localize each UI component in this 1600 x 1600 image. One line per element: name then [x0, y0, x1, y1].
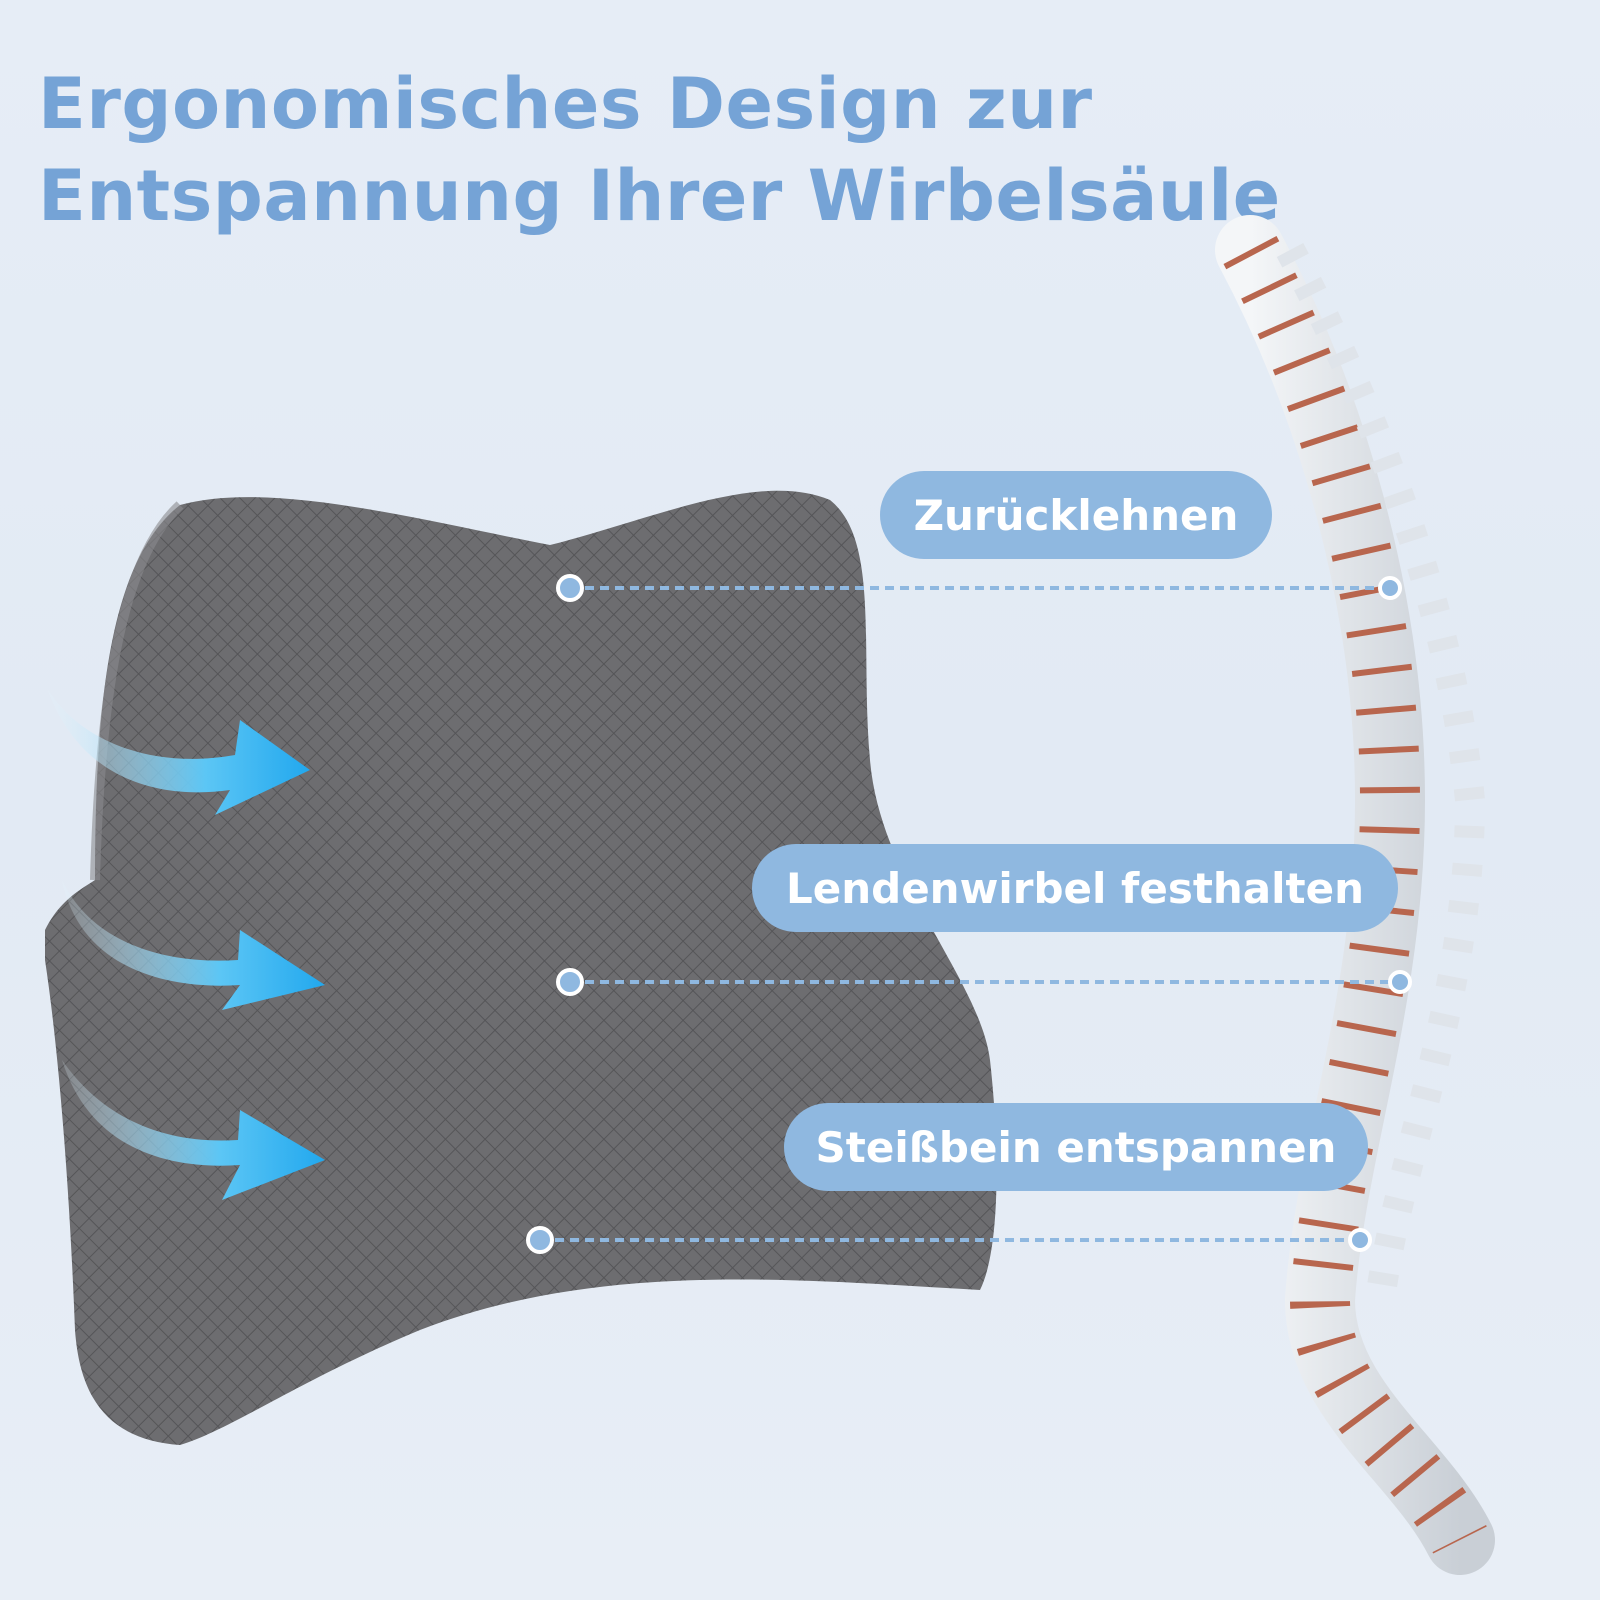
- label-steissbein: Steißbein entspannen: [784, 1103, 1368, 1191]
- spine-illustration: [1215, 215, 1495, 1575]
- lumbar-pillow: [45, 490, 997, 1446]
- headline: Ergonomisches Design zur Entspannung Ihr…: [38, 58, 1281, 242]
- label-lendenwirbel: Lendenwirbel festhalten: [752, 844, 1398, 932]
- headline-line-1: Ergonomisches Design zur: [38, 63, 1093, 145]
- label-text: Zurücklehnen: [913, 490, 1239, 540]
- callout-lines: [540, 586, 1400, 1242]
- callout-dots: [526, 574, 1412, 1254]
- airflow-arrows-icon: [48, 690, 325, 1200]
- headline-line-2: Entspannung Ihrer Wirbelsäule: [38, 155, 1281, 237]
- label-zuruecklehnen: Zurücklehnen: [880, 471, 1272, 559]
- label-text: Steißbein entspannen: [815, 1122, 1337, 1172]
- label-text: Lendenwirbel festhalten: [785, 863, 1364, 913]
